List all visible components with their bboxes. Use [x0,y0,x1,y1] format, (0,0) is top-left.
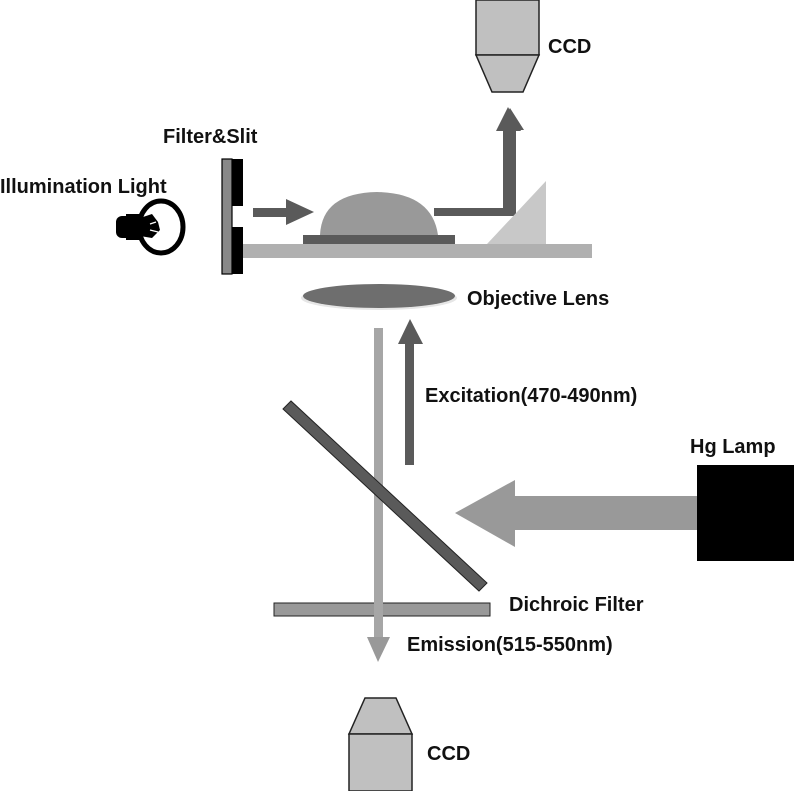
hg-lamp [697,465,794,561]
filter-slit [221,158,243,275]
ccd-camera-bottom [347,697,414,791]
objective-lens-label: Objective Lens [467,288,609,310]
coverslip [303,235,455,244]
excitation-label: Excitation(470-490nm) [425,385,637,407]
prism [487,181,546,244]
illumination-arrow [253,199,314,225]
ccd-camera-top [474,0,541,93]
ccd-top-label: CCD [548,36,591,58]
sample-stage [243,244,592,258]
ccd-bottom-label: CCD [427,743,470,765]
hg-lamp-arrow [455,480,697,547]
hg-lamp-label: Hg Lamp [690,436,776,458]
illumination-light-label: Illumination Light [0,176,167,198]
emission-label: Emission(515-550nm) [407,634,613,656]
excitation-arrow [398,319,423,465]
emission-beam-overlap [374,602,383,617]
sample-droplet [320,192,438,235]
objective-lens [303,284,455,308]
emission-path-arrow-top [434,107,524,216]
filter-slit-label: Filter&Slit [163,126,258,148]
dichroic-mirror [282,400,488,592]
dichroic-filter-label: Dichroic Filter [509,594,644,616]
illumination-bulb-icon [116,198,186,256]
